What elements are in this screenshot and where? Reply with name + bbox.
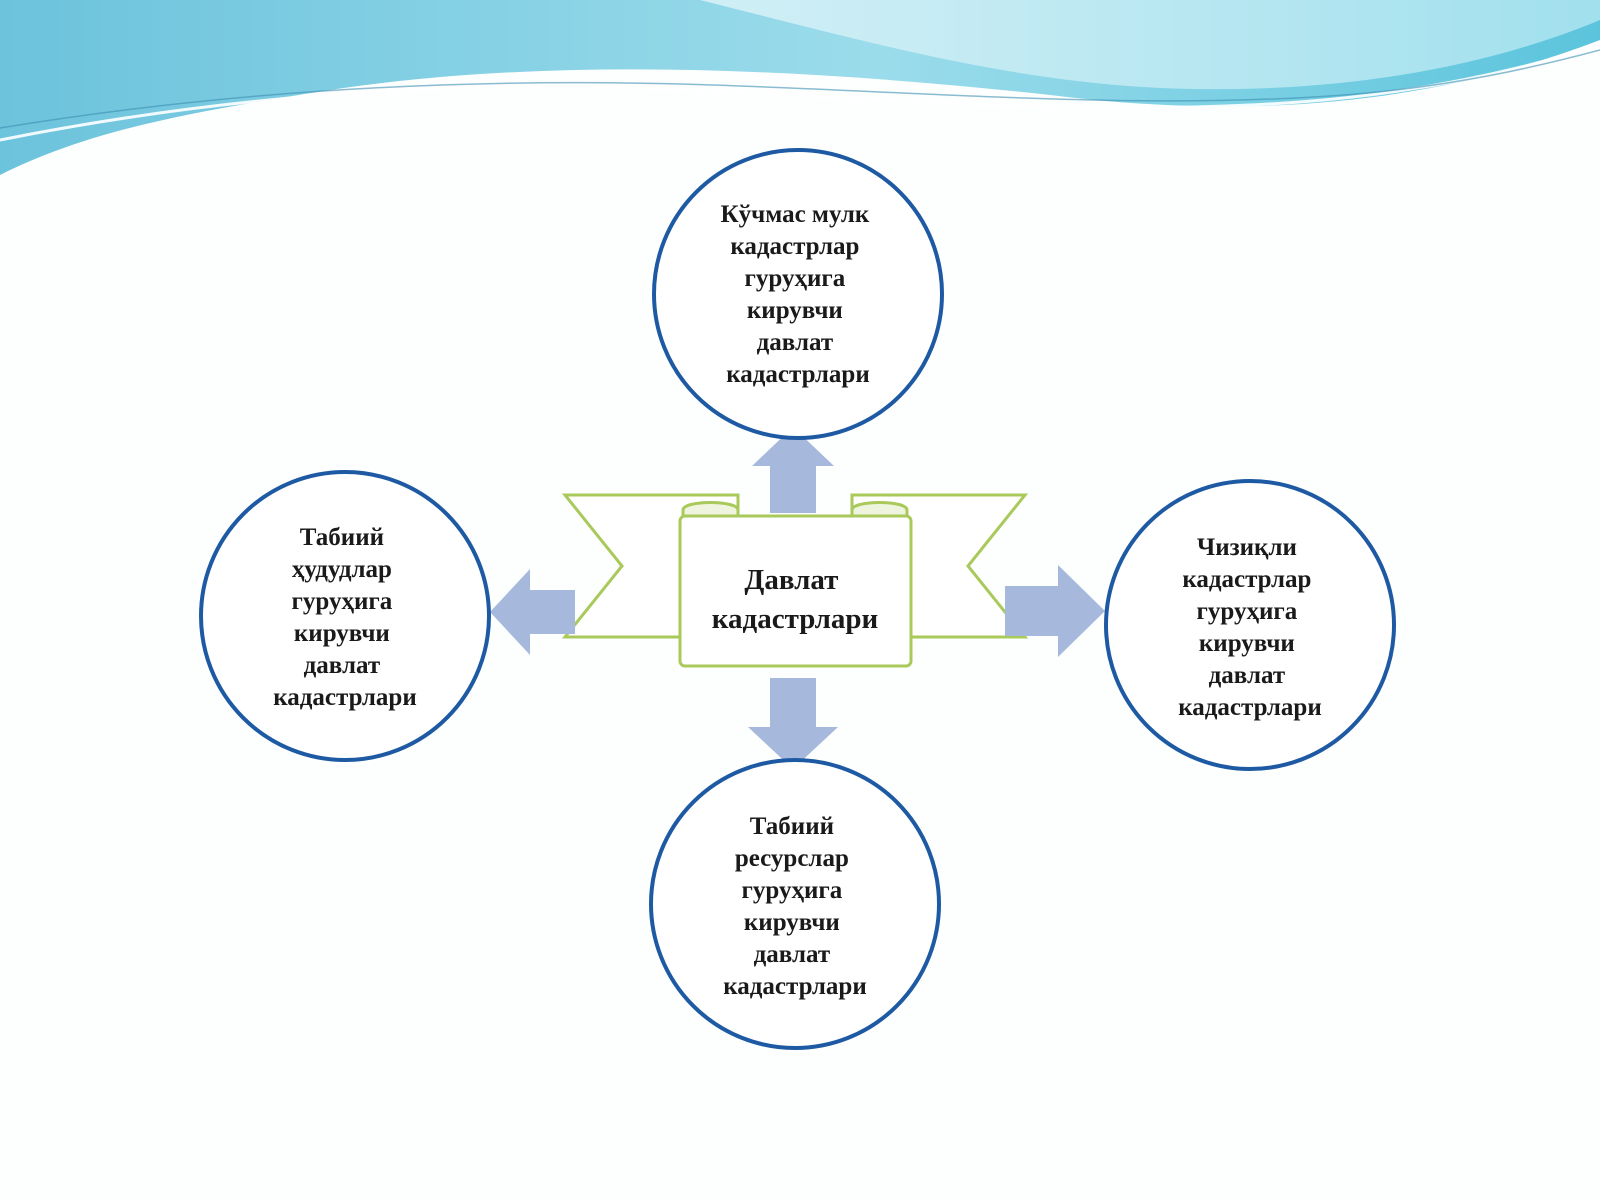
node-bottom-line: кирувчи (744, 909, 840, 936)
node-right-line: кадастрлар (1182, 566, 1311, 593)
center-box: Давлат кадастрлари (678, 514, 913, 668)
center-box-frame (678, 514, 913, 668)
node-left-line: ҳудудлар (292, 556, 392, 583)
node-bottom-circle (649, 758, 941, 1050)
center-label-line: кадастрлари (712, 603, 878, 635)
node-left-label: Табиий ҳудудлар гуруҳига кирувчи давлат … (273, 524, 416, 711)
node-top-line: кадастрлари (726, 361, 869, 388)
center-label: Давлат кадастрлари (712, 564, 878, 635)
node-bottom-line: ресурслар (735, 845, 849, 872)
node-bottom-line: кадастрлари (723, 973, 866, 1000)
node-right-line: Чизиқли (1197, 534, 1297, 561)
node-right-label: Чизиқли кадастрлар гуруҳига кирувчи давл… (1178, 534, 1321, 721)
node-right-circle (1104, 479, 1396, 771)
wave-front-light (700, 0, 1600, 90)
node-right-line: гуруҳига (1197, 598, 1298, 625)
node-left-line: давлат (304, 652, 380, 679)
node-bottom-line: гуруҳига (742, 877, 843, 904)
node-top-line: давлат (757, 329, 833, 356)
wave-line (0, 49, 1600, 129)
node-right: Чизиқли кадастрлар гуруҳига кирувчи давл… (1104, 479, 1396, 771)
node-right-line: кирувчи (1199, 630, 1295, 657)
node-left-circle (199, 470, 491, 762)
arrow-left (490, 569, 575, 655)
node-left: Табиий ҳудудлар гуруҳига кирувчи давлат … (199, 470, 491, 762)
node-right-line: кадастрлари (1178, 694, 1321, 721)
arrow-right (1005, 565, 1105, 657)
node-top-label: Кўчмас мулк кадастрлар гуруҳига кирувчи … (720, 201, 875, 388)
node-bottom: Табиий ресурслар гуруҳига кирувчи давлат… (649, 758, 941, 1050)
center-label-line: Давлат (744, 564, 838, 596)
node-top-line: кадастрлар (730, 233, 859, 260)
node-bottom-label: Табиий ресурслар гуруҳига кирувчи давлат… (723, 813, 866, 1000)
node-right-line: давлат (1209, 662, 1285, 689)
arrow-down (748, 678, 838, 769)
node-top-line: кирувчи (747, 297, 843, 324)
node-top: Кўчмас мулк кадастрлар гуруҳига кирувчи … (652, 148, 944, 440)
node-top-line: гуруҳига (745, 265, 846, 292)
arrow-up (752, 427, 834, 513)
node-left-line: Табиий (300, 524, 384, 551)
wave-highlight (0, 43, 1600, 142)
node-left-line: кадастрлари (273, 684, 416, 711)
node-left-line: гуруҳига (292, 588, 393, 615)
node-bottom-line: давлат (754, 941, 830, 968)
header-wave (0, 0, 1600, 175)
node-top-line: Кўчмас мулк (720, 201, 869, 228)
node-top-circle (652, 148, 944, 440)
node-left-line: кирувчи (294, 620, 390, 647)
node-bottom-line: Табиий (750, 813, 834, 840)
